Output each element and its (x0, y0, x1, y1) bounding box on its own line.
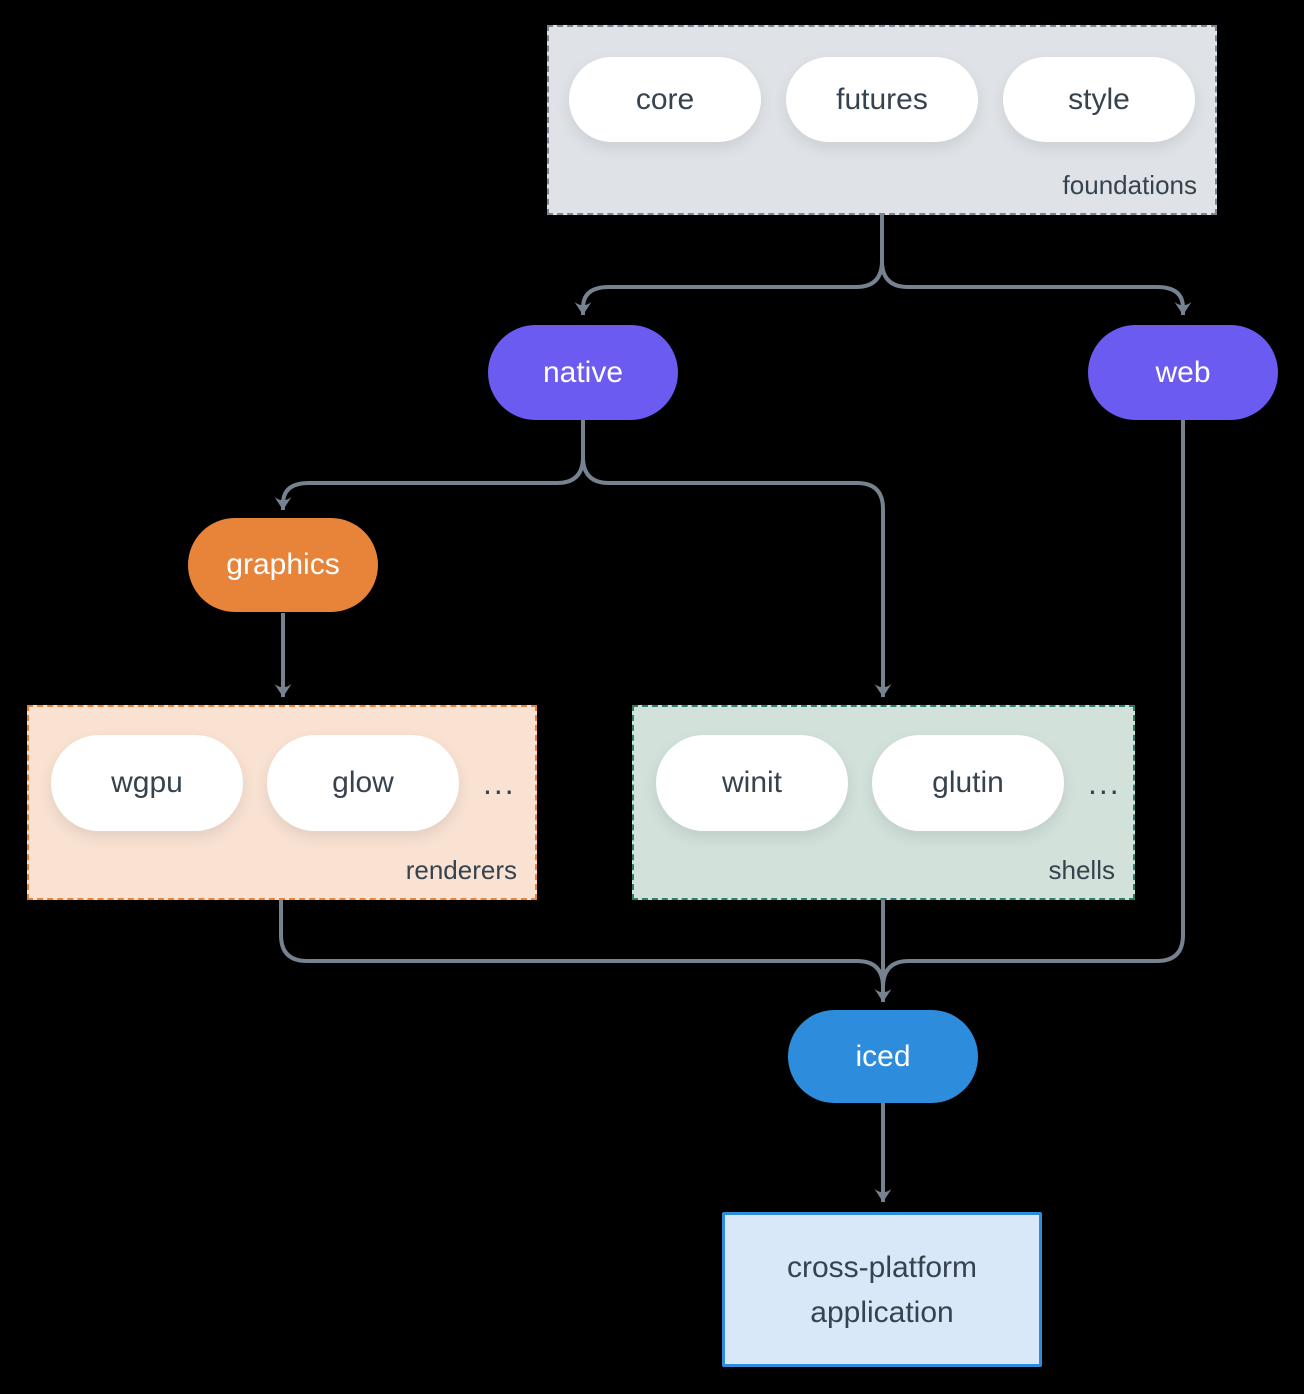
node-graphics: graphics (188, 518, 378, 612)
node-glutin: glutin (872, 735, 1064, 831)
application-label-line2: application (810, 1295, 954, 1329)
arrow-foundations-to-native (574, 215, 884, 315)
node-futures: futures (786, 57, 978, 142)
renderers-ellipsis: ... (483, 764, 516, 801)
shells-ellipsis: ... (1088, 764, 1121, 801)
renderers-label: renderers (405, 855, 517, 885)
shells-group: winit glutin ... shells (632, 705, 1135, 900)
arrow-native-to-graphics (274, 420, 585, 510)
arrow-web-to-merge (881, 420, 1185, 988)
application-label-line1: cross-platform (786, 1250, 978, 1284)
shells-label: shells (1048, 855, 1115, 885)
shells-pill-row: winit glutin ... (634, 707, 1133, 831)
node-web: web (1088, 325, 1278, 420)
node-core: core (569, 57, 761, 142)
foundations-group: core futures style foundations (547, 25, 1217, 215)
node-winit: winit (656, 735, 848, 831)
node-cross-platform-application: cross-platform application (722, 1212, 1042, 1367)
foundations-pill-row: core futures style (549, 27, 1215, 142)
renderers-pill-row: wgpu glow ... (29, 707, 535, 831)
renderers-group: wgpu glow ... renderers (27, 705, 537, 900)
arrow-foundations-to-web (880, 215, 1192, 315)
arrow-native-to-shells (581, 420, 892, 697)
node-wgpu: wgpu (51, 735, 243, 831)
node-glow: glow (267, 735, 459, 831)
node-style: style (1003, 57, 1195, 142)
node-iced: iced (788, 1010, 978, 1103)
arrow-renderers-to-merge (279, 900, 885, 988)
foundations-label: foundations (1062, 170, 1197, 200)
node-native: native (488, 325, 678, 420)
